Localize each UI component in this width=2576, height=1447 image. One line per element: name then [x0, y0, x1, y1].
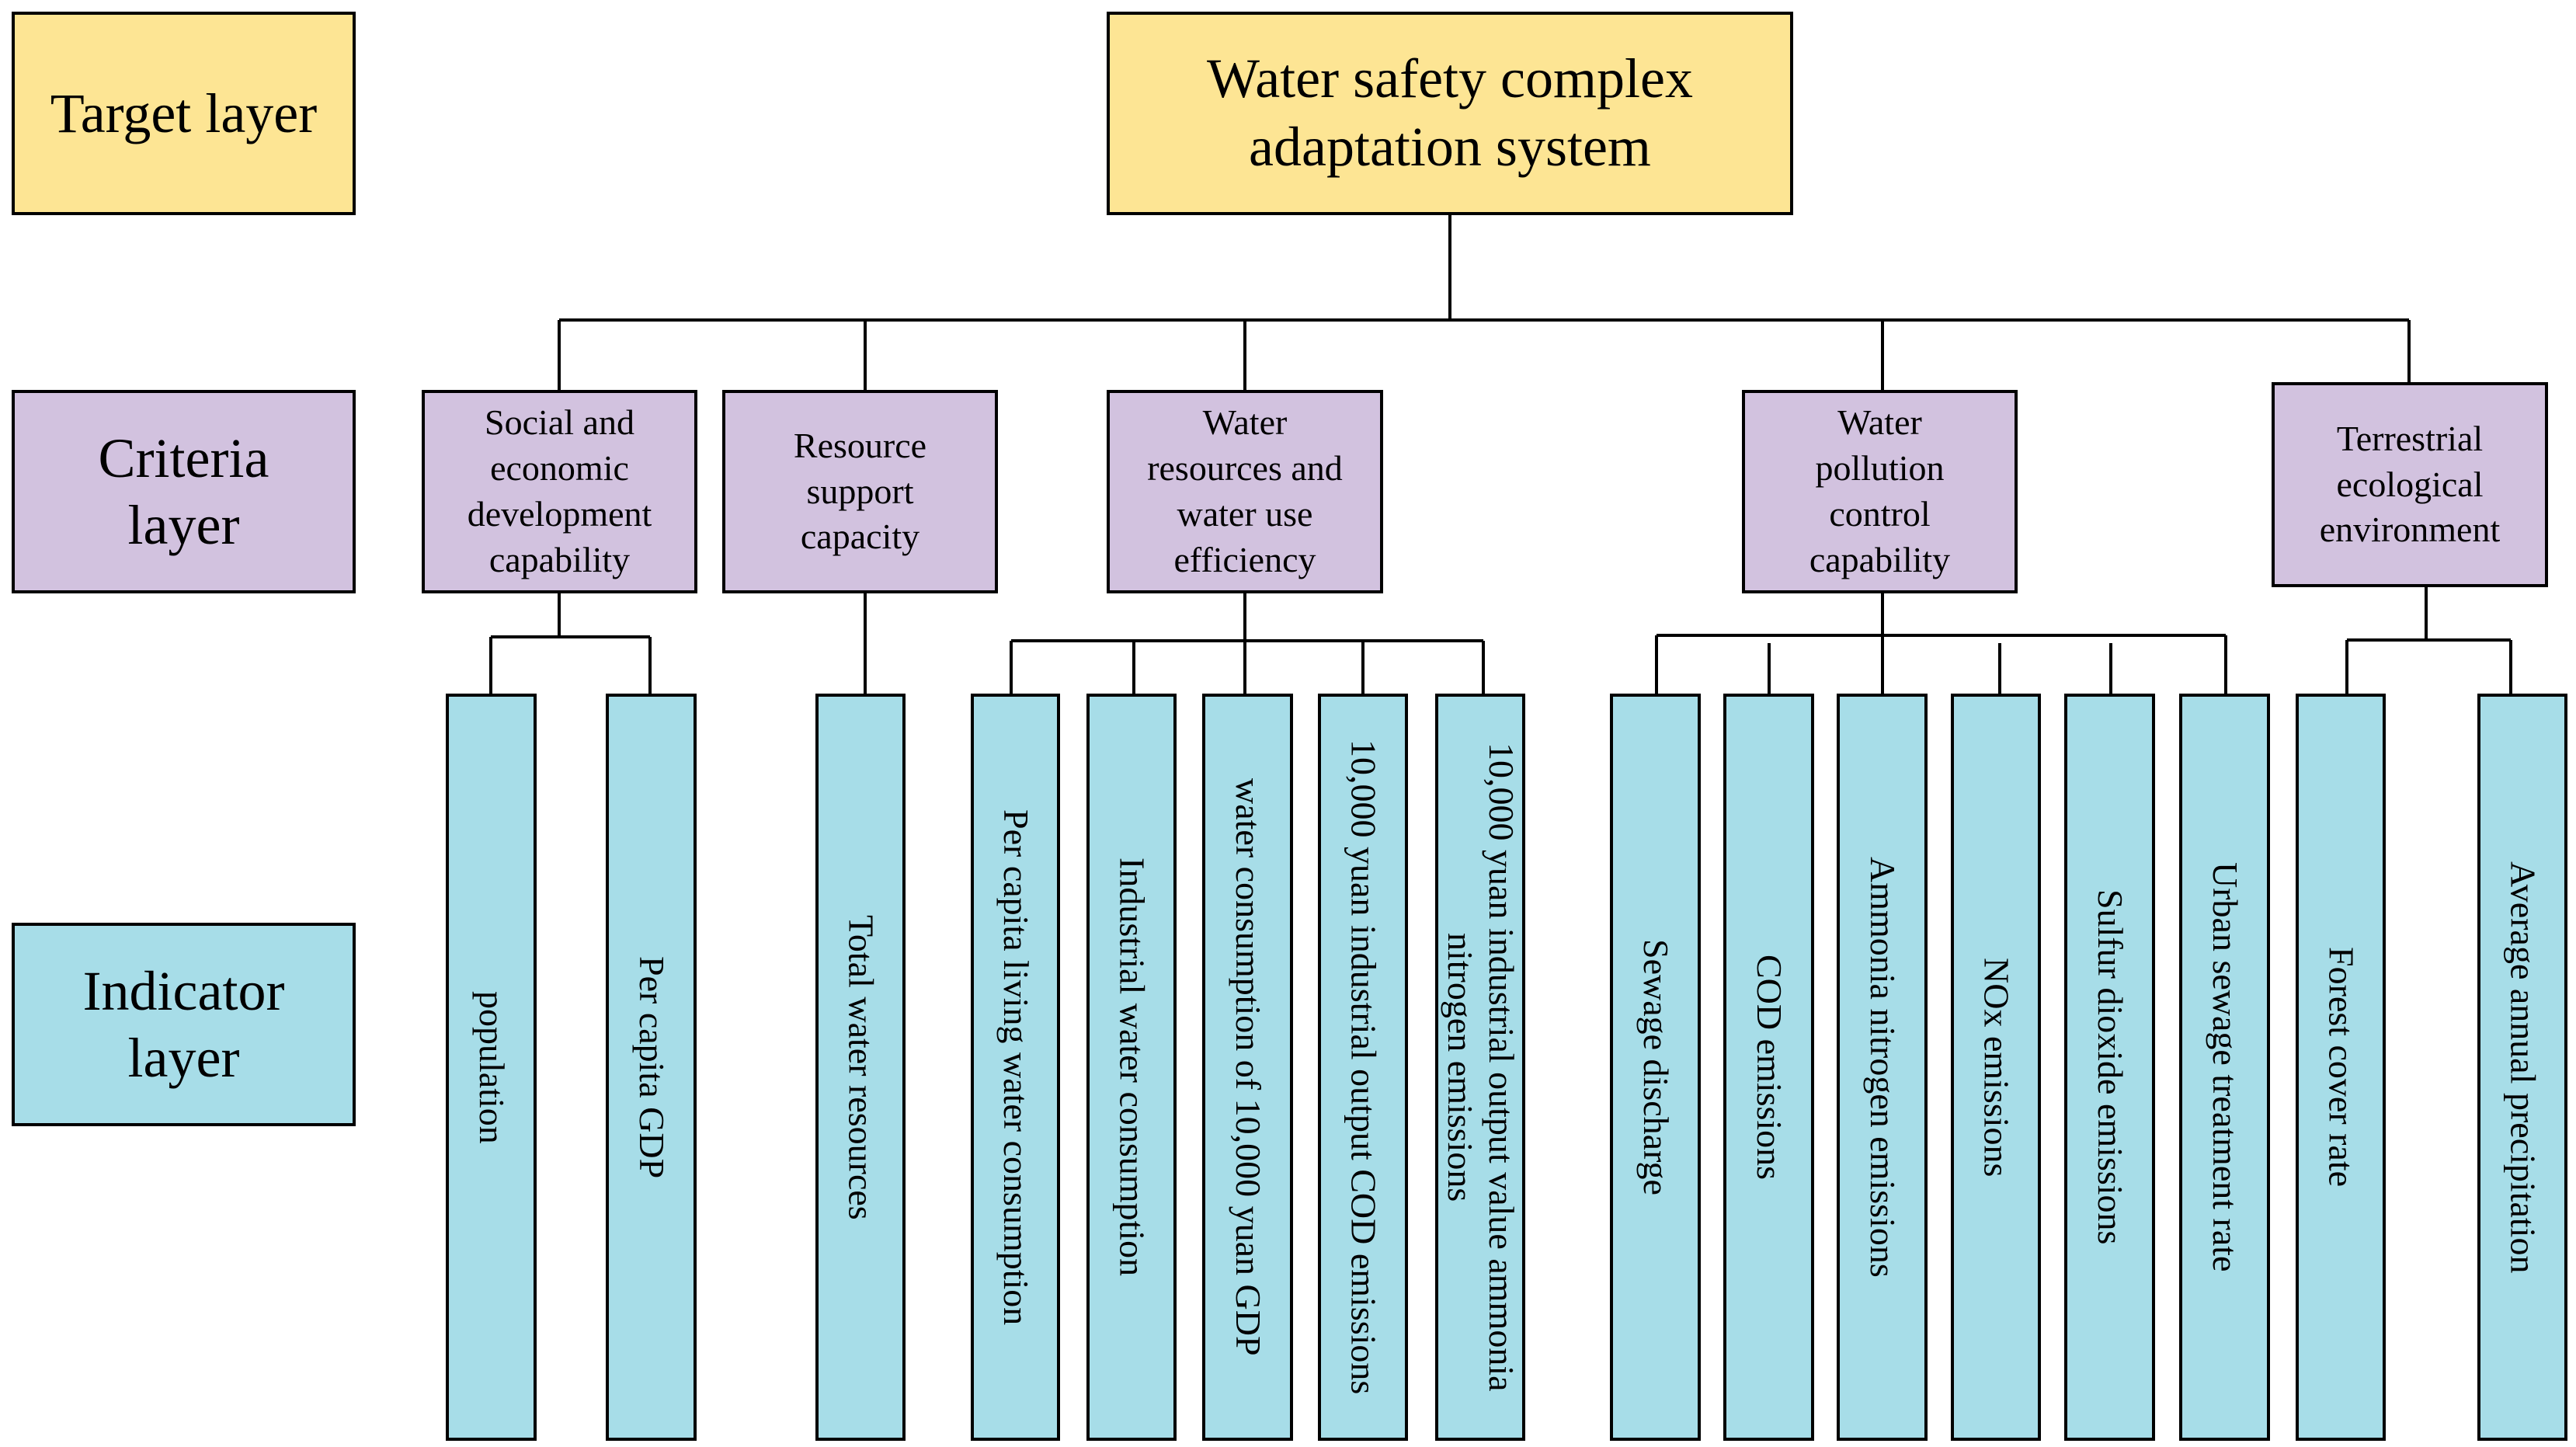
criteria-node-terrestrial-ecology: Terrestrial ecological environment — [2272, 382, 2548, 587]
indicator-water-per-gdp: water consumption of 10,000 yuan GDP — [1202, 694, 1293, 1441]
indicator-text: Total water resources — [841, 914, 881, 1220]
indicator-text: Sulfur dioxide emissions — [2090, 889, 2130, 1245]
criteria-node-water-efficiency: Water resources and water use efficiency — [1107, 390, 1383, 593]
criteria-node-resource-support: Resource support capacity — [722, 390, 998, 593]
criteria-node-pollution-control: Water pollution control capability — [1742, 390, 2018, 593]
target-node: Water safety complex adaptation system — [1107, 12, 1793, 215]
criteria-node-text: Resource support capacity — [793, 425, 927, 557]
indicator-text: Industrial water consumption — [1112, 857, 1152, 1277]
indicator-text: 10,000 yuan industrial output value ammo… — [1441, 743, 1521, 1392]
indicator-text: water consumption of 10,000 yuan GDP — [1228, 778, 1268, 1356]
indicator-text: Per capita GDP — [631, 955, 672, 1179]
criteria-node-text: Water resources and water use efficiency — [1147, 402, 1343, 579]
indicator-nox-emissions: NOx emissions — [1951, 694, 2041, 1441]
criteria-layer-label: Criteria layer — [12, 390, 356, 593]
indicator-sulfur-dioxide: Sulfur dioxide emissions — [2064, 694, 2155, 1441]
indicator-text: Per capita living water consumption — [996, 809, 1036, 1326]
criteria-layer-text: Criteria layer — [98, 426, 269, 556]
indicator-layer-label: Indicator layer — [12, 923, 356, 1126]
indicator-layer-text: Indicator layer — [82, 959, 285, 1089]
indicator-industrial-water: Industrial water consumption — [1086, 694, 1177, 1441]
indicator-industrial-ammonia: 10,000 yuan industrial output value ammo… — [1435, 694, 1525, 1441]
criteria-node-social-economic: Social and economic development capabili… — [422, 390, 697, 593]
indicator-ammonia-emissions: Ammonia nitrogen emissions — [1837, 694, 1928, 1441]
target-layer-label: Target layer — [12, 12, 356, 215]
indicator-urban-sewage-treatment: Urban sewage treatment rate — [2179, 694, 2270, 1441]
indicator-cod-emissions: COD emissions — [1723, 694, 1814, 1441]
indicator-population: population — [446, 694, 537, 1441]
indicator-text: COD emissions — [1749, 954, 1789, 1181]
indicator-text: 10,000 yuan industrial output COD emissi… — [1344, 739, 1384, 1395]
criteria-node-text: Social and economic development capabili… — [467, 402, 652, 579]
indicator-annual-precipitation: Average annual precipitation — [2477, 694, 2567, 1441]
target-layer-text: Target layer — [50, 82, 318, 144]
indicator-text: Sewage discharge — [1636, 939, 1676, 1195]
indicator-total-water-resources: Total water resources — [815, 694, 906, 1441]
indicator-per-capita-living-water: Per capita living water consumption — [971, 694, 1060, 1441]
indicator-text: population — [471, 990, 512, 1144]
criteria-node-text: Terrestrial ecological environment — [2319, 418, 2501, 550]
indicator-text: NOx emissions — [1976, 957, 2017, 1177]
criteria-node-text: Water pollution control capability — [1809, 402, 1951, 579]
indicator-text: Average annual precipitation — [2503, 861, 2543, 1274]
indicator-text: Ammonia nitrogen emissions — [1862, 857, 1903, 1278]
indicator-forest-cover: Forest cover rate — [2296, 694, 2386, 1441]
indicator-sewage-discharge: Sewage discharge — [1610, 694, 1701, 1441]
target-node-text: Water safety complex adaptation system — [1207, 47, 1693, 178]
indicator-per-capita-gdp: Per capita GDP — [606, 694, 697, 1441]
indicator-text: Forest cover rate — [2321, 947, 2362, 1188]
indicator-text: Urban sewage treatment rate — [2205, 862, 2245, 1272]
indicator-industrial-cod: 10,000 yuan industrial output COD emissi… — [1318, 694, 1408, 1441]
